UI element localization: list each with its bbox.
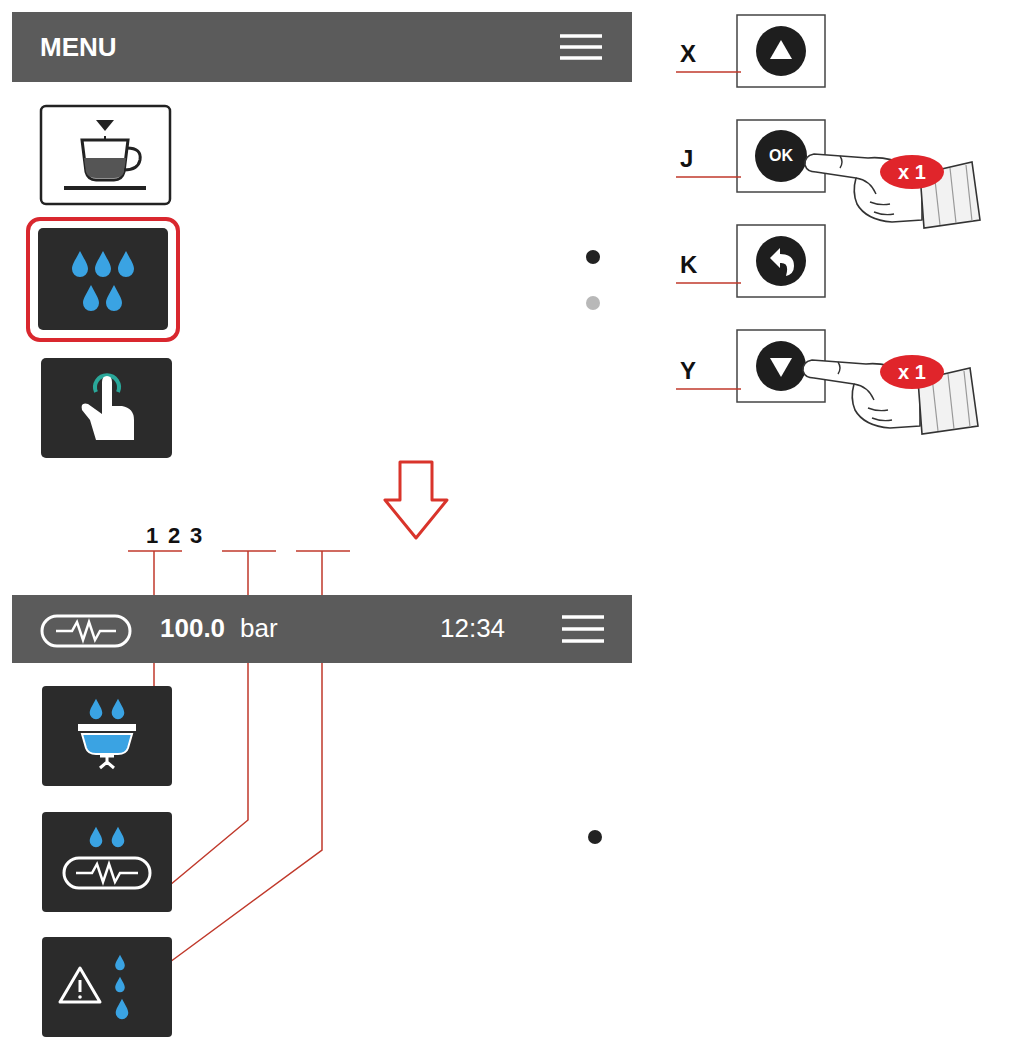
- status-bar: [12, 595, 632, 663]
- press-count-badge: x 1: [880, 155, 944, 189]
- leader-line: [676, 72, 741, 389]
- flow-arrow: [385, 462, 447, 538]
- press-count-badge: x 1: [880, 355, 944, 389]
- hamburger-icon: [562, 617, 604, 641]
- up-button: [737, 15, 825, 87]
- button-letter: X: [680, 40, 696, 68]
- display-text: bar: [240, 613, 278, 644]
- button-letter: J: [680, 145, 693, 173]
- badge-text: x 1: [898, 361, 926, 384]
- hamburger-icon: [560, 36, 602, 58]
- back-button: [737, 225, 825, 297]
- boiler-rinse-icon: [42, 812, 172, 912]
- display-text: 100.0: [160, 613, 225, 644]
- button-letter: Y: [680, 357, 696, 385]
- callout-number: 3: [190, 523, 202, 549]
- pressing-hand: [805, 154, 980, 228]
- page-dot: [586, 296, 600, 310]
- page-dot: [588, 830, 602, 844]
- badge-text: x 1: [898, 161, 926, 184]
- display-text: MENU: [40, 32, 117, 63]
- callout-number: 1: [146, 523, 158, 549]
- button-letter: K: [680, 251, 697, 279]
- menu-bar: [12, 12, 632, 82]
- page-dot: [586, 250, 600, 264]
- button-label: OK: [769, 147, 793, 165]
- status-bar-readout: 100.0 bar 12:34: [12, 595, 552, 663]
- ok-circle: OK: [755, 130, 807, 182]
- coffee-icon: [41, 106, 170, 204]
- callout-number: 2: [168, 523, 180, 549]
- display-text: 12:34: [440, 613, 505, 644]
- menu-bar-title: MENU: [12, 12, 532, 82]
- water-menu-icon: [28, 219, 178, 340]
- warning-icon: [42, 937, 172, 1037]
- group-icon: [42, 686, 172, 786]
- touch-icon: [41, 358, 172, 458]
- boiler-icon: [42, 616, 130, 646]
